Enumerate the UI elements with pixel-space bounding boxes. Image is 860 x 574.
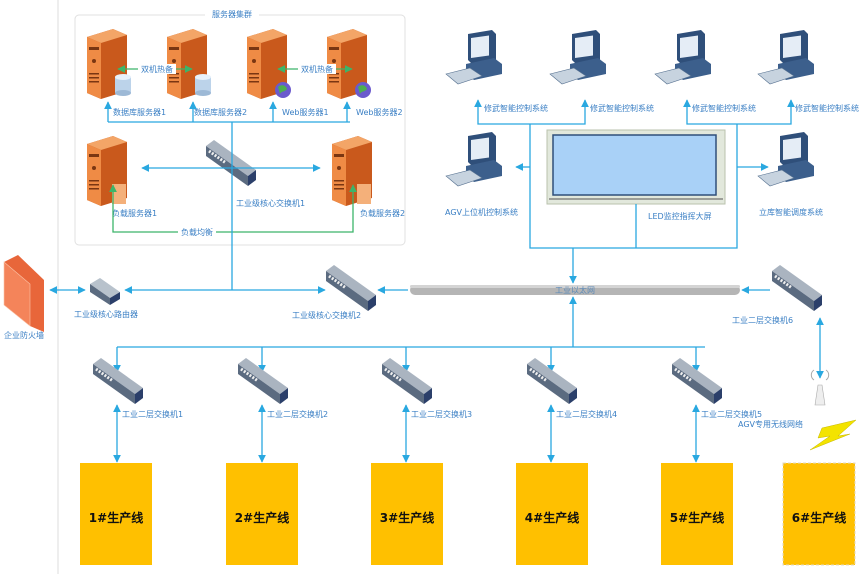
warehouse-system-label: 立库智能调度系统	[759, 207, 823, 217]
access-switch-icon	[380, 356, 434, 406]
server-label: 数据库服务器1	[113, 107, 166, 117]
computer-icon	[757, 131, 815, 187]
wireless-ap-icon	[810, 369, 830, 406]
production-line-6: 6#生产线	[782, 462, 856, 566]
cluster-title: 服务器集群	[212, 9, 252, 19]
router-label: 工业级核心路由器	[74, 309, 138, 319]
control-system-label: 修武智能控制系统	[692, 103, 756, 113]
terminal-group: 修武智能控制系统 修武智能控制系统 修武智能控制系统 修武智能控制系统 AGV上…	[445, 29, 859, 249]
database-icon	[195, 74, 211, 96]
production-line-4: 4#生产线	[516, 463, 588, 565]
hot-standby-label: 双机热备	[301, 64, 333, 74]
access-layer: 工业二层交换机1 工业二层交换机2 工业二层交换机3 工业二层交换机4 工业二层交换机5…	[91, 296, 857, 463]
load-server-label: 负载服务器1	[112, 208, 157, 218]
core-switch1-icon	[204, 138, 258, 188]
server-label: Web服务器1	[282, 107, 329, 117]
production-line-3: 3#生产线	[371, 463, 443, 565]
access-switch-icon	[236, 356, 290, 406]
computer-icon	[757, 29, 815, 85]
server-cluster: 服务器集群 双机热备 双机热备 数据库服务器1 数据库服务器2 Web服务器1 …	[74, 9, 406, 246]
computer-icon	[654, 29, 712, 85]
production-line-label: 6#生产线	[792, 510, 846, 525]
server-label: 数据库服务器2	[194, 107, 247, 117]
access-switch-label: 工业二层交换机5	[701, 409, 762, 419]
load-server-label: 负载服务器2	[360, 208, 405, 218]
access-switch-icon	[525, 356, 579, 406]
production-line-label: 3#生产线	[380, 510, 434, 525]
computer-icon	[445, 131, 503, 187]
firewall-label: 企业防火墙	[4, 330, 44, 340]
firewall-icon	[3, 255, 44, 332]
access-switch-icon	[670, 356, 724, 406]
server-label: Web服务器2	[356, 107, 403, 117]
backbone: 企业防火墙 工业级核心路由器 工业级核心交换机2 工业以太网 工业二层交换机6	[3, 255, 824, 340]
switch6-label: 工业二层交换机6	[732, 315, 793, 325]
led-screen-label: LED监控指挥大屏	[648, 211, 712, 221]
access-switch-icon	[91, 356, 145, 406]
globe-icon	[275, 82, 291, 98]
core-switch2-icon	[324, 263, 378, 313]
switch6-icon	[770, 263, 824, 313]
router-icon	[90, 278, 120, 305]
load-balance-label: 负载均衡	[181, 227, 213, 237]
hot-standby-label: 双机热备	[141, 64, 173, 74]
globe-icon	[355, 82, 371, 98]
production-line-label: 1#生产线	[89, 510, 143, 525]
access-switch-label: 工业二层交换机4	[556, 409, 617, 419]
led-screen	[546, 129, 726, 205]
access-switch-label: 工业二层交换机1	[122, 409, 183, 419]
control-system-label: 修武智能控制系统	[795, 103, 859, 113]
access-switch-label: 工业二层交换机3	[411, 409, 472, 419]
ethernet-label: 工业以太网	[555, 285, 595, 295]
production-line-1: 1#生产线	[80, 463, 152, 565]
control-system-label: 修武智能控制系统	[590, 103, 654, 113]
lightning-icon	[809, 419, 857, 451]
production-line-5: 5#生产线	[661, 463, 733, 565]
production-line-label: 2#生产线	[235, 510, 289, 525]
ethernet-bus	[410, 285, 740, 295]
control-system-label: 修武智能控制系统	[484, 103, 548, 113]
computer-icon	[445, 29, 503, 85]
core-switch1-label: 工业级核心交换机1	[236, 198, 305, 208]
access-switch-label: 工业二层交换机2	[267, 409, 328, 419]
computer-icon	[549, 29, 607, 85]
agv-system-label: AGV上位机控制系统	[445, 207, 518, 217]
wireless-label: AGV专用无线网络	[738, 419, 803, 429]
production-line-label: 5#生产线	[670, 510, 724, 525]
database-icon	[115, 74, 131, 96]
production-line-label: 4#生产线	[525, 510, 579, 525]
core-switch2-label: 工业级核心交换机2	[292, 310, 361, 320]
production-line-2: 2#生产线	[226, 463, 298, 565]
